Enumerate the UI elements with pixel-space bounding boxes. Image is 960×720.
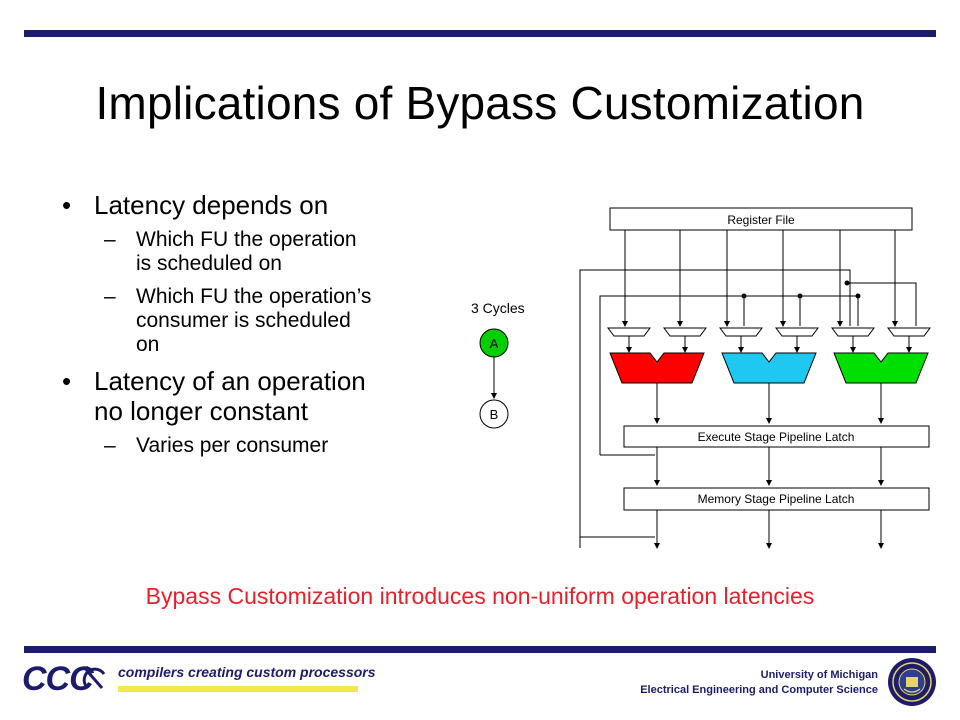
bottom-rule <box>24 646 936 653</box>
sub-bullet-1-2: – Which FU the operation’s consumer is s… <box>104 285 372 356</box>
node-b-label: B <box>490 407 499 422</box>
bypass-junctions <box>741 280 861 299</box>
slide-title: Implications of Bypass Customization <box>95 77 865 129</box>
ccc-logo-text: CCC <box>22 660 94 698</box>
pipeline-diagram: A B Register File <box>479 207 931 549</box>
functional-unit-red <box>609 352 705 384</box>
university-name: University of Michigan <box>760 669 878 681</box>
bullet-1: Latency depends on <box>58 190 458 220</box>
sub-bullet-2-1: – Varies per consumer <box>104 434 329 457</box>
functional-unit-green <box>833 352 929 384</box>
operand-muxes <box>607 327 931 337</box>
conclusion-text: Bypass Customization introduces non-unif… <box>145 583 815 609</box>
sub-bullet-1-1: – Which FU the operation is scheduled on <box>104 228 357 275</box>
dependency-graph: A B <box>479 328 509 429</box>
tagline-underline <box>118 686 358 692</box>
university-seal-icon <box>888 658 936 706</box>
university-block: University of Michigan Electrical Engine… <box>640 668 878 698</box>
register-read-lines <box>622 230 898 327</box>
department-name: Electrical Engineering and Computer Scie… <box>640 684 878 696</box>
memory-latch-box <box>623 487 930 511</box>
cycles-label: 3 Cycles <box>471 300 525 316</box>
bypass-network <box>579 269 917 548</box>
node-a-label: A <box>490 336 499 351</box>
execute-to-memory-lines <box>654 447 884 486</box>
top-rule <box>24 30 936 37</box>
memory-latch-label: Memory Stage Pipeline Latch <box>698 492 855 506</box>
execute-latch-box <box>623 425 930 448</box>
hammer-sickle-icon <box>82 665 106 689</box>
ccc-logo: CCC compilers creating custom processors <box>22 660 376 700</box>
logo-tagline: compilers creating custom processors <box>118 664 376 680</box>
execute-latch-label: Execute Stage Pipeline Latch <box>698 430 855 444</box>
memory-output-lines <box>654 510 884 549</box>
functional-unit-cyan <box>721 352 817 384</box>
node-b <box>479 399 509 429</box>
mux-to-fu-lines <box>626 336 912 353</box>
bullet-2: Latency of an operation no longer consta… <box>58 366 458 426</box>
fu-output-lines <box>654 383 884 424</box>
register-file-label: Register File <box>727 213 795 227</box>
register-file-box <box>609 207 913 231</box>
bullet-list: Latency depends on – Which FU the operat… <box>58 190 458 467</box>
